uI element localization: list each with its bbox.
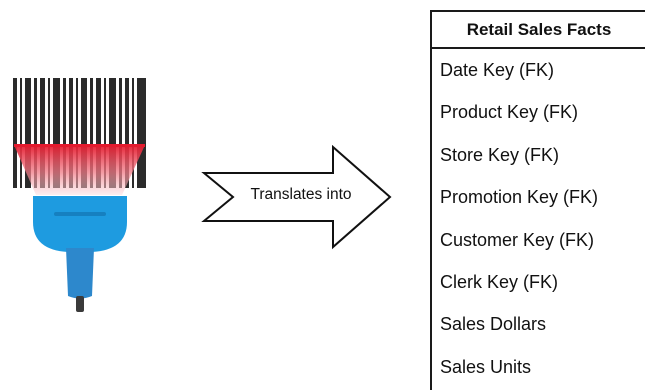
table-row: Promotion Key (FK) — [440, 187, 599, 208]
table-row: Customer Key (FK) — [440, 229, 595, 250]
table-row: Sales Units — [440, 356, 532, 377]
barcode — [13, 78, 146, 188]
table-row: Store Key (FK) — [440, 144, 560, 165]
laser-beam — [14, 145, 145, 195]
table-row: Clerk Key (FK) — [440, 271, 559, 292]
scanner-handle — [66, 248, 94, 299]
table-row: Date Key (FK) — [440, 60, 555, 80]
scanner-body — [33, 196, 127, 252]
scanner-cable — [76, 296, 84, 312]
table-row: Product Key (FK) — [440, 102, 579, 123]
table-row: Sales Dollars — [440, 314, 547, 335]
right-arrow — [201, 145, 392, 250]
arrow-label: Translates into — [250, 186, 352, 203]
fact-table: Retail Sales Facts Date Key (FK) Product… — [430, 10, 645, 390]
table-title: Retail Sales Facts — [432, 12, 645, 49]
barcode-scanner-icon — [13, 78, 146, 312]
